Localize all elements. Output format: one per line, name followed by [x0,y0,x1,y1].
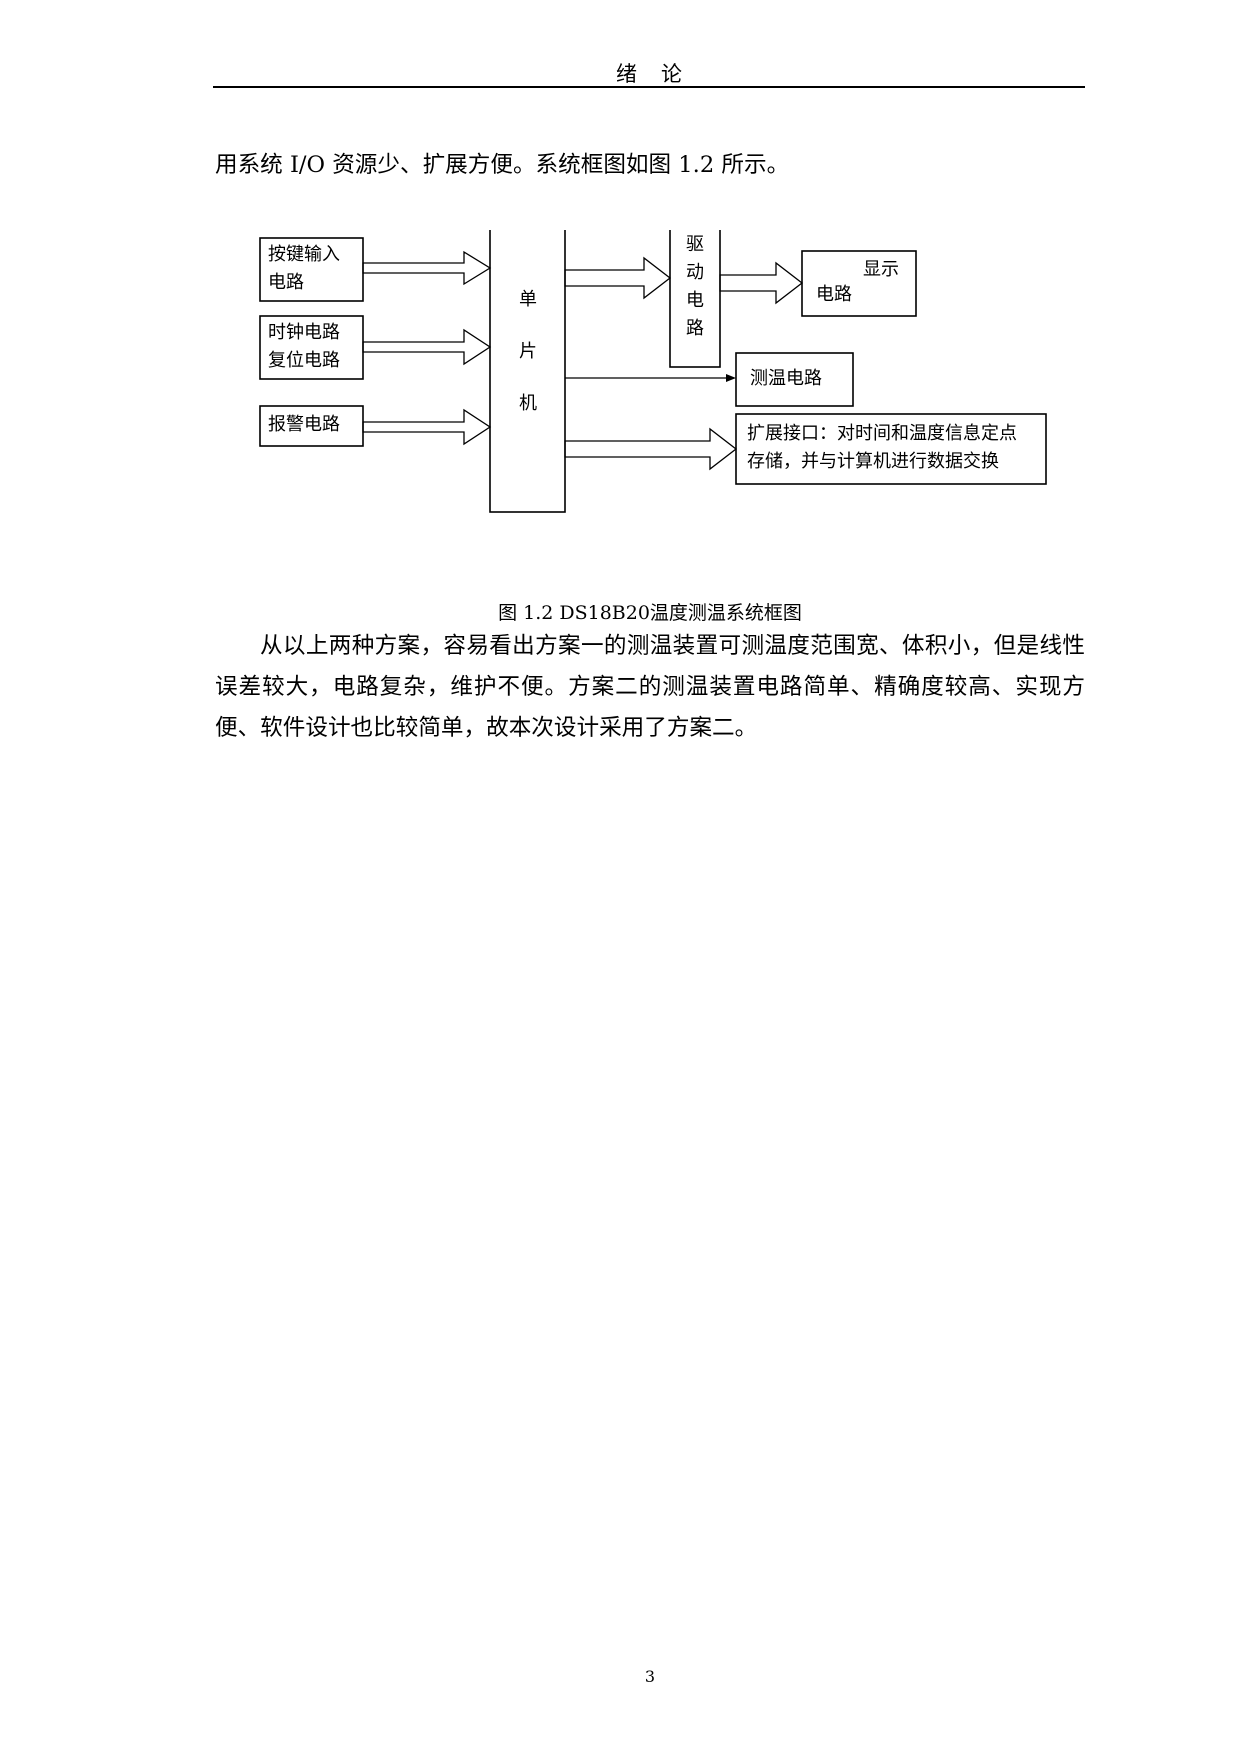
header-rule [213,86,1085,88]
label-driver: 驱动电路 [686,234,704,339]
arrow-mcu-to-expansion [564,427,738,471]
label-mcu: 单片机 [519,289,537,414]
label-expansion-line1: 扩展接口：对时间和温度信息定点 [747,423,1017,444]
header-title-right: 论 [661,62,684,86]
box-temp-measure [735,352,854,407]
paragraph-conclusion: 从以上两种方案，容易看出方案一的测温装置可测温度范围宽、体积小，但是线性误差较大… [215,633,1085,741]
arrow-mcu-to-driver [564,256,672,300]
running-header: 绪论 [215,58,1085,88]
label-temp-measure: 测温电路 [750,368,822,389]
diagram-lines [259,230,1047,513]
label-expansion-line2: 存储，并与计算机进行数据交换 [747,451,999,472]
box-mcu [489,230,566,513]
label-alarm: 报警电路 [268,414,340,435]
header-title-left: 绪 [616,62,639,86]
label-key-input: 按键输入电路 [268,244,340,293]
box-driver [669,230,721,368]
figure-caption: 图 1.2 DS18B20温度测温系统框图 [498,602,802,624]
system-block-diagram: 按键输入电路 时钟电路复位电路 报警电路 单片机 驱动电路 显示 电路 测温电路… [240,230,1070,550]
arrow-key-to-mcu [362,250,492,286]
page-number: 3 [644,1667,656,1686]
arrow-alarm-to-mcu [362,408,492,446]
arrow-clock-to-mcu [362,328,492,366]
label-display-line2: 电路 [816,284,852,305]
arrow-mcu-to-temp-head [726,374,736,382]
arrow-driver-to-display [719,261,804,305]
label-clock-reset: 时钟电路复位电路 [268,322,340,371]
label-display-line1: 显示 [863,259,899,280]
paragraph-intro: 用系统 I/O 资源少、扩展方便。系统框图如图 1.2 所示。 [215,152,790,178]
